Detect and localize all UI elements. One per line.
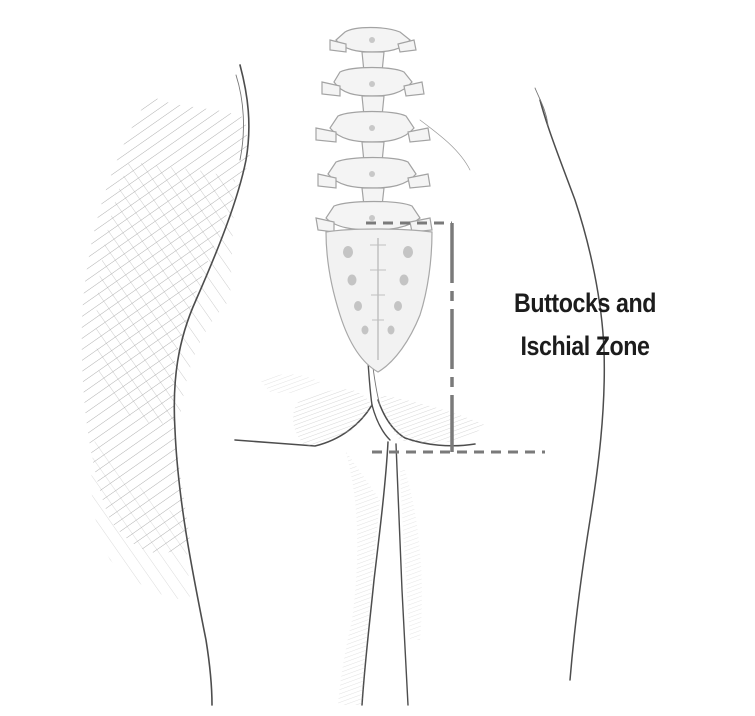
zone-label: Buttocks and Ischial Zone [486, 282, 684, 368]
zone-label-line1: Buttocks and [486, 282, 684, 325]
left-background-hatching [82, 95, 250, 600]
lumbar-spine [316, 28, 432, 233]
sacrum [326, 229, 432, 372]
zone-label-line2: Ischial Zone [486, 325, 684, 368]
